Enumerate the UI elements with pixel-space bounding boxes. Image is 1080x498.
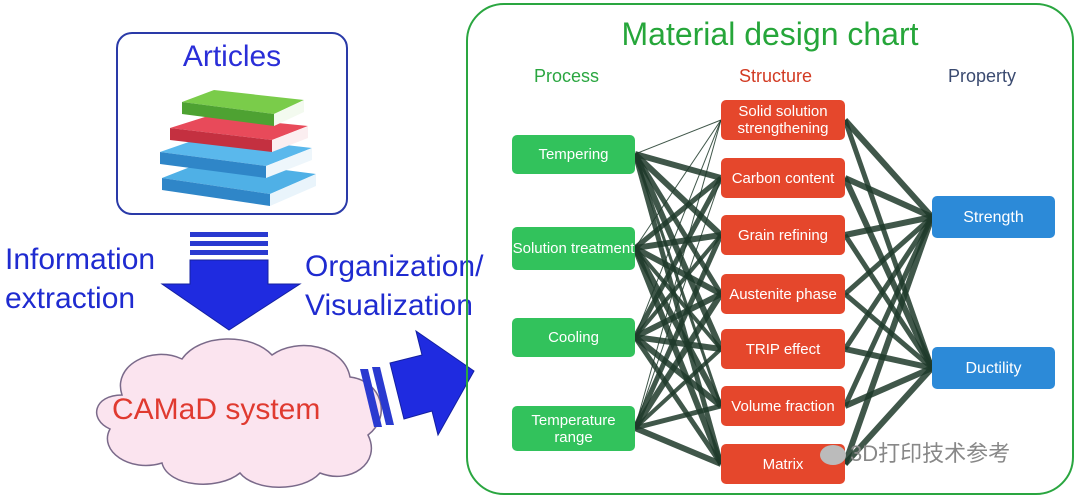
watermark: 3D打印技术参考 xyxy=(820,436,1010,468)
link-structure-3-property-0 xyxy=(843,215,934,296)
link-process-3-structure-5 xyxy=(634,403,722,431)
structure-node-grain-refining: Grain refining xyxy=(721,215,845,255)
structure-node-carbon-content: Carbon content xyxy=(721,158,845,198)
link-process-2-structure-6 xyxy=(632,335,724,466)
link-process-2-structure-0 xyxy=(634,119,722,338)
link-process-1-structure-0 xyxy=(634,119,722,249)
link-structure-2-property-1 xyxy=(842,233,935,370)
link-structure-6-property-1 xyxy=(842,365,935,467)
property-column-header: Property xyxy=(948,66,1017,86)
link-process-2-structure-1 xyxy=(632,176,724,339)
link-structure-4-property-1 xyxy=(844,346,933,371)
cms-system-label: CAMaD system xyxy=(112,393,321,426)
articles-box: Articles xyxy=(116,32,348,215)
material-design-chart-frame xyxy=(466,3,1074,495)
extraction-label-line2: extraction xyxy=(5,282,136,315)
chart-title: Material design chart xyxy=(621,16,919,52)
link-process-0-structure-2 xyxy=(632,151,724,238)
link-process-2-structure-4 xyxy=(634,334,722,352)
link-process-1-structure-1 xyxy=(633,176,723,250)
process-node-temperature-range: Temperature range xyxy=(512,406,635,451)
link-structure-5-property-0 xyxy=(842,215,935,408)
link-process-3-structure-3 xyxy=(632,292,724,430)
link-structure-3-property-1 xyxy=(843,292,934,370)
right-arrow-icon xyxy=(360,329,475,437)
structure-column-header: Structure xyxy=(739,66,813,86)
process-column-header: Process xyxy=(534,66,600,86)
link-process-2-structure-5 xyxy=(633,334,723,409)
link-process-2-structure-3 xyxy=(633,291,723,340)
link-process-1-structure-2 xyxy=(634,232,722,251)
process-node-solution-treatment: Solution treatment xyxy=(512,227,635,270)
cloud-shape xyxy=(95,338,382,488)
wechat-icon xyxy=(820,445,846,466)
organization-label-line1: Organization/ xyxy=(305,250,484,283)
link-process-1-structure-4 xyxy=(633,246,723,351)
property-node-ductility: Ductility xyxy=(932,347,1055,389)
link-process-3-structure-1 xyxy=(634,177,722,429)
link-structure-2-property-0 xyxy=(844,214,933,238)
process-node-cooling: Cooling xyxy=(512,318,635,357)
link-process-2-structure-2 xyxy=(633,233,723,339)
link-process-0-structure-1 xyxy=(634,151,722,181)
link-process-3-structure-0 xyxy=(634,119,722,429)
link-structure-1-property-1 xyxy=(842,176,935,370)
link-process-3-structure-2 xyxy=(632,233,724,430)
link-process-3-structure-4 xyxy=(633,347,723,430)
property-node-strength: Strength xyxy=(932,196,1055,238)
articles-title: Articles xyxy=(182,40,282,73)
extraction-label-line1: Information xyxy=(5,243,156,276)
process-node-tempering: Tempering xyxy=(512,135,635,174)
structure-node-trip-effect: TRIP effect xyxy=(721,329,845,369)
link-structure-1-property-0 xyxy=(843,175,934,220)
link-process-1-structure-3 xyxy=(633,245,723,297)
structure-node-austenite-phase: Austenite phase xyxy=(721,274,845,314)
link-structure-6-property-0 xyxy=(842,216,935,465)
structure-node-volume-fraction: Volume fraction xyxy=(721,386,845,426)
link-process-0-structure-0 xyxy=(634,119,722,155)
books-icon xyxy=(160,90,316,206)
structure-node-solid-solution: Solid solution strengthening xyxy=(721,100,845,140)
link-structure-4-property-0 xyxy=(842,215,935,351)
link-process-3-structure-6 xyxy=(633,425,723,467)
link-process-0-structure-6 xyxy=(632,153,724,465)
organization-label-line2: Visualization xyxy=(305,289,473,322)
down-arrow-icon xyxy=(160,232,302,331)
link-structure-5-property-1 xyxy=(843,365,934,409)
link-structure-0-property-0 xyxy=(842,117,935,220)
link-structure-0-property-1 xyxy=(842,119,935,369)
